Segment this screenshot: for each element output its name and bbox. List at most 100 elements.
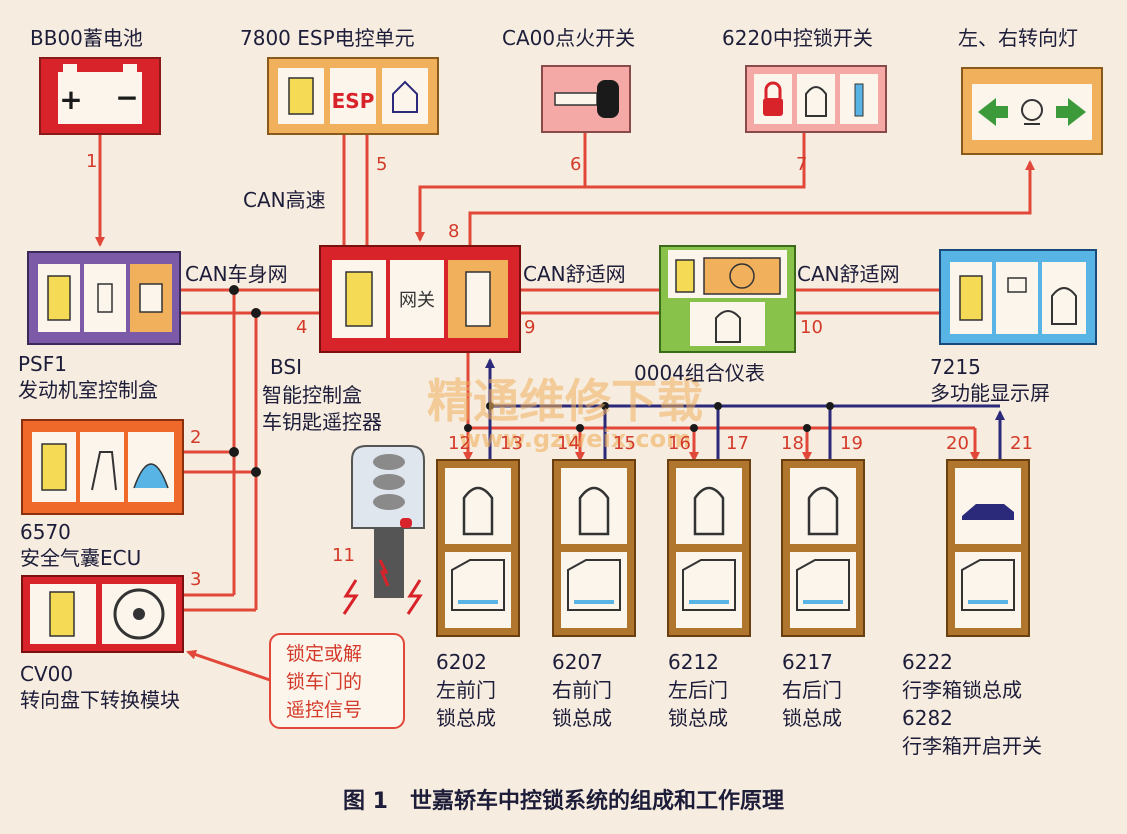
car-icon xyxy=(805,86,827,117)
turn-lamps-label: 左、右转向灯 xyxy=(958,26,1078,50)
wire-number: 13 xyxy=(500,433,523,454)
remote-signal-label: 锁定或解 锁车门的 遥控信号 xyxy=(286,643,363,721)
door-rf-label: 6207 右前门 锁总成 xyxy=(552,650,612,730)
door-lock-rr xyxy=(781,459,865,637)
door-rr-label: 6217 右后门 锁总成 xyxy=(782,650,842,730)
esp-module: ESP xyxy=(267,57,439,135)
bsi-code: BSI xyxy=(270,355,302,379)
trunk-icon xyxy=(962,504,1014,520)
seatbelt-icon xyxy=(91,451,117,491)
cv00-code: CV00 xyxy=(20,662,74,686)
airbag-icon xyxy=(133,463,169,489)
can-comfort-label-2: CAN舒适网 xyxy=(797,262,900,286)
right-arrow-icon xyxy=(1056,98,1086,126)
battery-module: + − xyxy=(39,57,161,135)
cv00-name: 转向盘下转换模块 xyxy=(20,688,180,712)
turn-lamps-module xyxy=(961,67,1103,155)
door-lock-lr xyxy=(667,459,751,637)
signal-callout xyxy=(269,633,405,729)
wire-number: 9 xyxy=(524,317,536,338)
lock-switch-label: 6220中控锁开关 xyxy=(722,26,873,50)
lock-switch-module xyxy=(745,65,887,133)
ignition-module xyxy=(541,65,631,133)
remote-key-label: 车钥匙遥控器 xyxy=(262,410,382,434)
wire-number: 14 xyxy=(557,433,580,454)
wire-number: 6 xyxy=(570,154,582,175)
relay-icon xyxy=(139,283,163,313)
signal-bolt-icon xyxy=(342,579,359,615)
wire-number: 10 xyxy=(800,317,823,338)
airbag-module xyxy=(21,419,184,515)
gateway-label: 网关 xyxy=(399,290,435,311)
display-code: 7215 xyxy=(930,355,981,379)
can-body-label: CAN车身网 xyxy=(185,262,288,286)
minus-icon: − xyxy=(115,81,138,114)
fuse-icon xyxy=(97,283,113,313)
watermark: 精通维修下载 xyxy=(427,374,703,428)
plus-icon: + xyxy=(59,83,82,116)
door-lr-label: 6212 左后门 锁总成 xyxy=(668,650,728,730)
cluster-module xyxy=(659,245,796,353)
lamp-icon xyxy=(1021,99,1043,121)
wire-number: 4 xyxy=(296,317,308,338)
esp-icon: ESP xyxy=(332,89,375,113)
psf1-code: PSF1 xyxy=(18,352,67,376)
door-lock-lf xyxy=(436,459,520,637)
wire-number: 12 xyxy=(448,433,471,454)
esp-label: 7800 ESP电控单元 xyxy=(240,26,415,50)
wire-7 xyxy=(585,130,806,189)
wire-number: 21 xyxy=(1010,433,1033,454)
wire-number: 18 xyxy=(781,433,804,454)
bsi-name: 智能控制盒 xyxy=(262,383,362,407)
door-lock-modules xyxy=(436,459,1030,637)
watermark-url: www.gzweix.com xyxy=(459,425,691,453)
can-high-label: CAN高速 xyxy=(243,188,326,212)
trunk-label: 6222 行李箱锁总成 6282 行李箱开启开关 xyxy=(902,650,1042,758)
wire-number: 1 xyxy=(86,151,98,172)
wire-number: 20 xyxy=(946,433,969,454)
trunk-lock-module xyxy=(946,459,1030,637)
wire-number: 7 xyxy=(796,154,808,175)
psf1-name: 发动机室控制盒 xyxy=(18,378,158,402)
airbag-code: 6570 xyxy=(20,520,71,544)
key-head-icon xyxy=(597,80,619,118)
wire-number: 15 xyxy=(613,433,636,454)
display-module xyxy=(939,249,1097,345)
junction-dots xyxy=(229,285,834,477)
chip-icon xyxy=(288,77,314,115)
steering-wheel-icon xyxy=(113,588,165,640)
signal-arrow xyxy=(186,649,271,682)
can-comfort-label-1: CAN舒适网 xyxy=(523,262,626,286)
wire-8 xyxy=(468,160,1035,246)
door-lock-rf xyxy=(552,459,636,637)
remote-key xyxy=(342,445,425,615)
display-name: 多功能显示屏 xyxy=(930,381,1050,405)
left-arrow-icon xyxy=(978,98,1008,126)
wire-number: 17 xyxy=(726,433,749,454)
wire-number: 5 xyxy=(376,154,388,175)
wire-number: 2 xyxy=(190,427,202,448)
wire-number: 8 xyxy=(448,221,460,242)
wire-number: 11 xyxy=(332,545,355,566)
cv00-module xyxy=(21,575,184,653)
bsi-module: 网关 xyxy=(319,245,521,353)
padlock-icon xyxy=(763,98,783,116)
airbag-name: 安全气囊ECU xyxy=(20,546,142,570)
signal-bolt-icon xyxy=(406,579,423,615)
psf1-module xyxy=(27,251,181,345)
wire-number: 16 xyxy=(668,433,691,454)
battery-label: BB00蓄电池 xyxy=(30,26,143,50)
cluster-label: 0004组合仪表 xyxy=(634,361,765,385)
house-icon xyxy=(392,80,418,113)
wire-number: 3 xyxy=(190,569,202,590)
key-blade xyxy=(374,528,404,598)
figure-caption: 图 1 世嘉轿车中控锁系统的组成和工作原理 xyxy=(343,789,784,814)
ignition-label: CA00点火开关 xyxy=(502,26,636,50)
key-blade-icon xyxy=(554,92,598,106)
door-switch-icon xyxy=(854,83,864,117)
wire-6 xyxy=(415,130,587,242)
wire-number: 19 xyxy=(840,433,863,454)
door-lf-label: 6202 左前门 锁总成 xyxy=(436,650,496,730)
wires-red xyxy=(95,130,1035,650)
